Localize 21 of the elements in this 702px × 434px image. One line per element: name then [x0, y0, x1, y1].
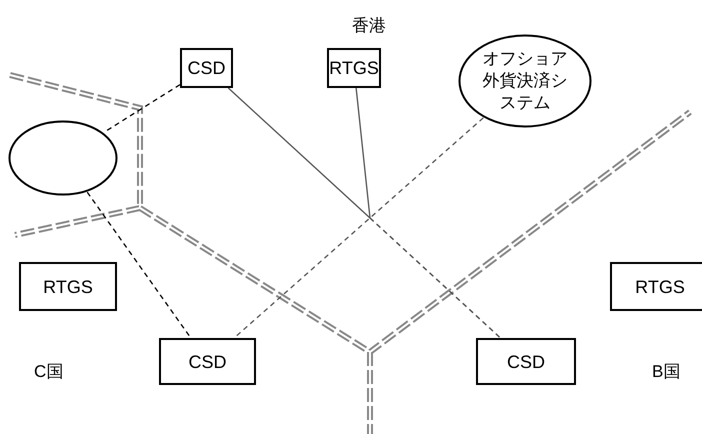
system-ellipse: [458, 34, 592, 128]
country-label: C国: [34, 361, 64, 383]
region-label: 香港: [352, 15, 386, 37]
system-box: [159, 338, 256, 385]
system-box: [476, 338, 576, 385]
connector-line: [355, 88, 501, 338]
system-ellipse: [8, 120, 118, 196]
node-label: RTGS: [329, 57, 379, 79]
node-label: CSD: [188, 350, 226, 372]
connector-line: [86, 192, 192, 338]
node-label: CSD: [187, 57, 226, 79]
node-label: CSD: [506, 350, 545, 372]
system-box: [180, 48, 233, 88]
node-label: オフショア外貨決済システム: [482, 48, 568, 114]
node-label: RTGS: [635, 276, 685, 298]
node-label: RTGS: [43, 276, 93, 298]
system-box: [610, 262, 702, 311]
system-box: [327, 48, 381, 88]
connector-line: [234, 117, 484, 338]
system-box: [19, 262, 117, 311]
country-label: B国: [652, 361, 680, 383]
